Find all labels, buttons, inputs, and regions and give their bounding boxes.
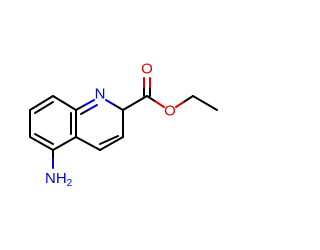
bond-cc-os-b bbox=[154, 100, 165, 108]
molecule-structure: N O O NH2 bbox=[29, 61, 218, 189]
bond-c3-c4-inner bbox=[99, 135, 119, 145]
bond-os-ce1-b bbox=[183, 95, 194, 103]
ester-oxygen-label: O bbox=[164, 103, 176, 120]
bond-c6-c5 bbox=[29, 136, 54, 151]
bond-c8a-n1-inner-a bbox=[80, 108, 90, 115]
bond-c8a-n1-a bbox=[75, 104, 86, 111]
bond-c8-c7 bbox=[29, 95, 54, 111]
amino-label: NH2 bbox=[45, 170, 73, 189]
bond-c8a-c8 bbox=[52, 95, 77, 111]
ring-nitrogen-label: N bbox=[95, 86, 106, 103]
carbonyl-oxygen-label: O bbox=[141, 61, 153, 78]
amino-label-subscript: 2 bbox=[67, 178, 73, 189]
bond-n1-c2-b bbox=[113, 104, 124, 111]
bond-cc-os-a bbox=[146, 95, 157, 103]
bond-c3-c4 bbox=[99, 136, 124, 151]
bond-c2-cc bbox=[122, 95, 148, 111]
bond-os-ce1-a bbox=[175, 100, 186, 108]
bond-c8a-n1-inner-b bbox=[88, 104, 98, 111]
amino-label-main: NH bbox=[45, 170, 67, 187]
bond-c8a-n1-b bbox=[84, 99, 95, 106]
bond-c8-c7-inner bbox=[34, 101, 54, 114]
bond-c4-c4a bbox=[75, 136, 101, 151]
bond-n1-c2-a bbox=[105, 99, 116, 106]
bond-c5-c4a bbox=[52, 136, 77, 151]
bond-ce1-ce2 bbox=[192, 95, 218, 111]
bond-c6-c5-inner bbox=[34, 133, 54, 145]
